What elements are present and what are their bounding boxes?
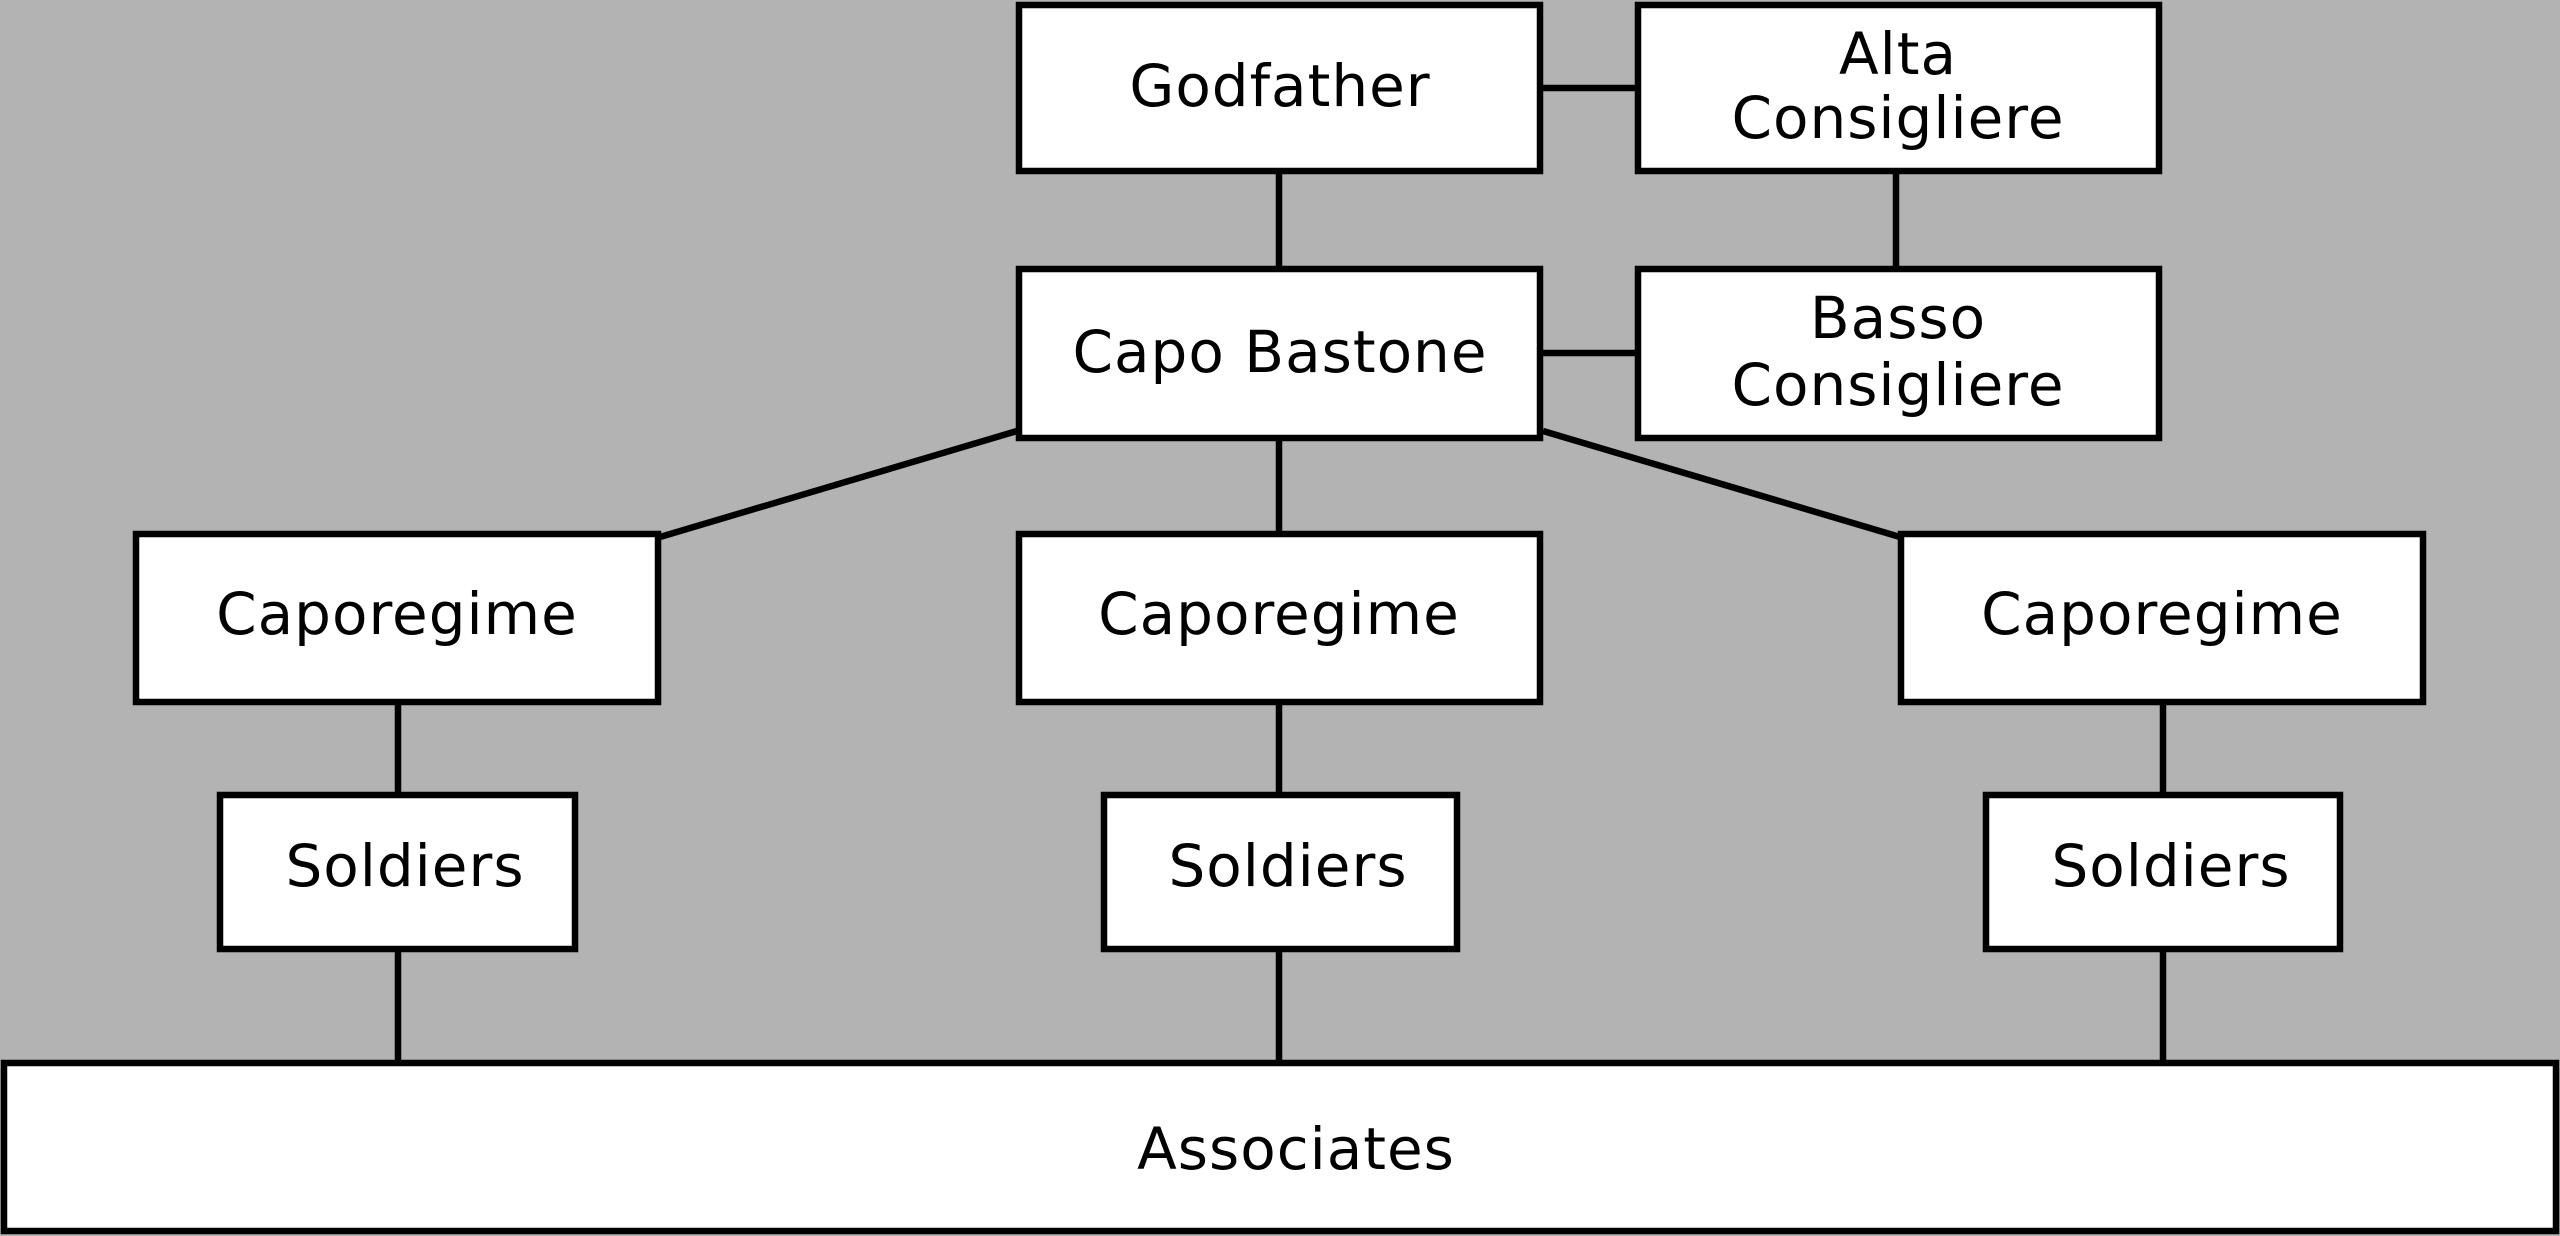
node-basso-consigliere: Basso Consigliere [1634,265,2163,442]
node-label-line1: Basso [1810,284,1986,352]
connectors [394,84,2167,1063]
node-alta-consigliere: Alta Consigliere [1634,1,2163,175]
node-label-line1: Alta [1839,20,1957,88]
connector-capo-caporegime-right [1542,427,1901,541]
node-label: Caporegime [216,580,578,648]
node-label: Associates [1137,1115,1455,1183]
node-label: Soldiers [1168,832,1407,900]
node-capo-bastone: Capo Bastone [1015,265,1544,442]
node-label-line2: Consigliere [1731,351,2064,419]
node-label: Godfather [1129,52,1430,120]
node-label: Caporegime [1981,580,2343,648]
node-label: Caporegime [1098,580,1460,648]
node-soldiers-middle: Soldiers [1100,791,1461,953]
node-label: Soldiers [285,832,524,900]
node-godfather: Godfather [1015,1,1544,175]
node-caporegime-left: Caporegime [132,530,662,706]
node-label: Soldiers [2051,832,2290,900]
node-caporegime-middle: Caporegime [1015,530,1544,706]
node-associates: Associates [0,1059,2560,1235]
connector-capo-caporegime-left [659,427,1018,541]
node-label: Capo Bastone [1073,318,1488,386]
node-soldiers-right: Soldiers [1982,791,2344,953]
node-label-line2: Consigliere [1731,84,2064,152]
node-caporegime-right: Caporegime [1897,530,2427,706]
node-soldiers-left: Soldiers [216,791,579,953]
